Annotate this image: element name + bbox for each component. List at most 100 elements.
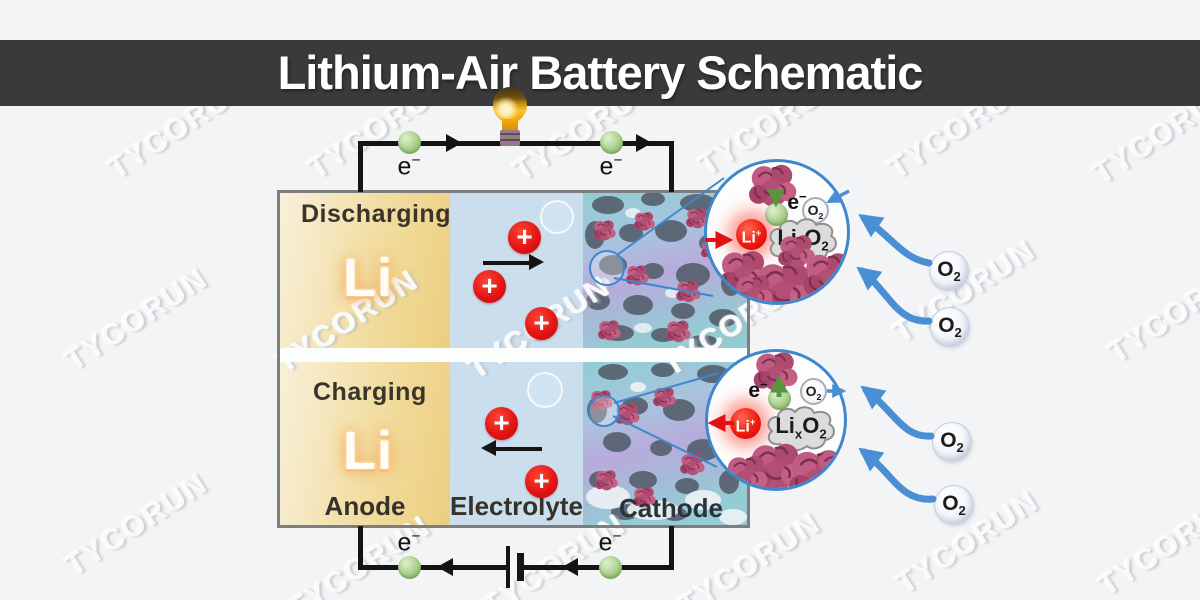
oxygen-subscript: 2 — [958, 503, 966, 519]
oxygen-molecule: O2 — [934, 485, 974, 525]
oxygen-subscript: 2 — [953, 269, 961, 285]
electron-symbol: e — [397, 152, 412, 181]
lio2-flower — [722, 450, 770, 491]
oxygen-intake-arrow — [858, 447, 937, 503]
electron-charge: − — [411, 152, 421, 169]
electron-charge: − — [613, 152, 623, 169]
lio2-flower — [775, 230, 817, 272]
electron-symbol: e — [787, 191, 800, 214]
watermark: TYCORUN — [59, 261, 214, 378]
light-bulb-base — [500, 130, 520, 146]
magnifier-source-circle-discharge — [589, 250, 625, 286]
oxygen-symbol: O — [942, 492, 959, 515]
anode-section-charging — [280, 362, 450, 525]
electron-flow-arrowhead — [446, 134, 462, 152]
lithium-oxide-cloud — [767, 406, 835, 452]
bottom-circuit-wire — [521, 565, 674, 570]
bottom-circuit-wire-left — [358, 526, 363, 570]
electron-label: e− — [588, 528, 632, 557]
electron-flow-arrowhead — [437, 558, 453, 576]
electron-charge: − — [411, 528, 421, 545]
page-title: Lithium-Air Battery Schematic — [277, 46, 924, 99]
two-subscript: 2 — [821, 238, 829, 254]
oxygen-subscript: 2 — [954, 325, 962, 341]
lithium-ion-plus: + — [473, 270, 506, 303]
electron-flow-arrowhead — [636, 134, 652, 152]
ion-flow-arrowhead-left — [481, 440, 496, 456]
battery-halves-divider — [280, 348, 747, 362]
title-banner: Lithium-Air Battery Schematic — [0, 40, 1200, 106]
electron-label: e− — [589, 152, 633, 181]
anode-label: Anode — [324, 491, 406, 521]
top-circuit-wire-left — [358, 141, 363, 192]
lithium-metal-symbol: Li — [343, 421, 393, 481]
electrolyte-label: Electrolyte — [450, 491, 583, 521]
anode-section-discharging — [280, 193, 450, 348]
electron-label: e− — [387, 528, 431, 557]
o-part: O — [802, 413, 820, 438]
lithium-charge: + — [755, 228, 762, 239]
watermark: TYCORUN — [1102, 253, 1200, 370]
electrolyte-bubble — [540, 200, 574, 234]
oxygen-molecule-chip: O2 — [800, 378, 827, 405]
lithium-ion-ball: Li+ — [730, 408, 761, 439]
bottom-circuit-wire-right — [669, 526, 674, 570]
oxygen-molecule: O2 — [929, 251, 969, 291]
electron-ball — [765, 203, 788, 226]
electron-symbol: e — [598, 528, 613, 557]
lio2-flower — [731, 270, 775, 305]
oxygen-intake-arrow — [860, 385, 935, 440]
ion-flow-arrowhead-right — [529, 254, 544, 270]
electron-symbol: e — [397, 528, 412, 557]
oxygen-symbol: O — [938, 314, 955, 337]
oxygen-molecule: O2 — [930, 307, 970, 347]
watermark: TYCORUN — [59, 466, 214, 583]
magnifier-source-circle-charge — [588, 395, 620, 427]
lithium-oxide-formula: LixO2 — [770, 413, 832, 441]
oxygen-subscript: 2 — [956, 440, 964, 456]
lithium-charge: + — [749, 417, 756, 428]
li-part: Li — [775, 413, 795, 438]
electron-symbol: e — [748, 379, 761, 402]
charging-label: Charging — [313, 378, 427, 406]
electron-flow-arrowhead — [562, 558, 578, 576]
electron-ball — [599, 556, 622, 579]
oxygen-subscript: 2 — [816, 391, 822, 402]
discharging-label: Discharging — [301, 200, 451, 228]
x-subscript: x — [794, 426, 803, 442]
battery-symbol-long-plate — [506, 546, 510, 588]
light-bulb-neck — [502, 119, 518, 132]
watermark: TYCORUN — [1092, 486, 1200, 600]
bottom-circuit-wire — [358, 565, 510, 570]
oxygen-molecule: O2 — [932, 422, 972, 462]
light-bulb-icon — [493, 87, 527, 123]
lithium-metal-symbol: Li — [343, 248, 393, 308]
top-circuit-wire-right — [669, 141, 674, 192]
lithium-ion-plus: + — [525, 465, 558, 498]
electron-charge: − — [612, 528, 622, 545]
lithium-ion-plus: + — [485, 407, 518, 440]
oxygen-symbol: O — [940, 429, 957, 452]
battery-symbol-short-plate — [517, 553, 524, 581]
electron-charge: − — [760, 377, 768, 392]
lio2-flower — [812, 444, 847, 491]
electron-ball — [398, 556, 421, 579]
oxygen-subscript: 2 — [818, 210, 824, 221]
oxygen-intake-arrow — [856, 266, 933, 325]
lithium-symbol: Li — [735, 418, 750, 436]
electron-ball — [600, 131, 623, 154]
charge-reaction-magnifier: e− O2 Li+ LixO2 — [705, 349, 847, 491]
ion-flow-arrow-left — [496, 447, 542, 451]
electron-charge: − — [799, 189, 807, 204]
two-subscript: 2 — [819, 426, 827, 442]
electron-symbol: e — [599, 152, 614, 181]
electron-label: e− — [738, 377, 778, 403]
ion-flow-arrow-right — [483, 261, 531, 265]
electron-label: e− — [777, 189, 817, 215]
electrolyte-bubble — [527, 372, 563, 408]
electron-ball — [398, 131, 421, 154]
lithium-ion-plus: + — [508, 221, 541, 254]
electron-label: e− — [387, 152, 431, 181]
lithium-ion-plus: + — [525, 307, 558, 340]
